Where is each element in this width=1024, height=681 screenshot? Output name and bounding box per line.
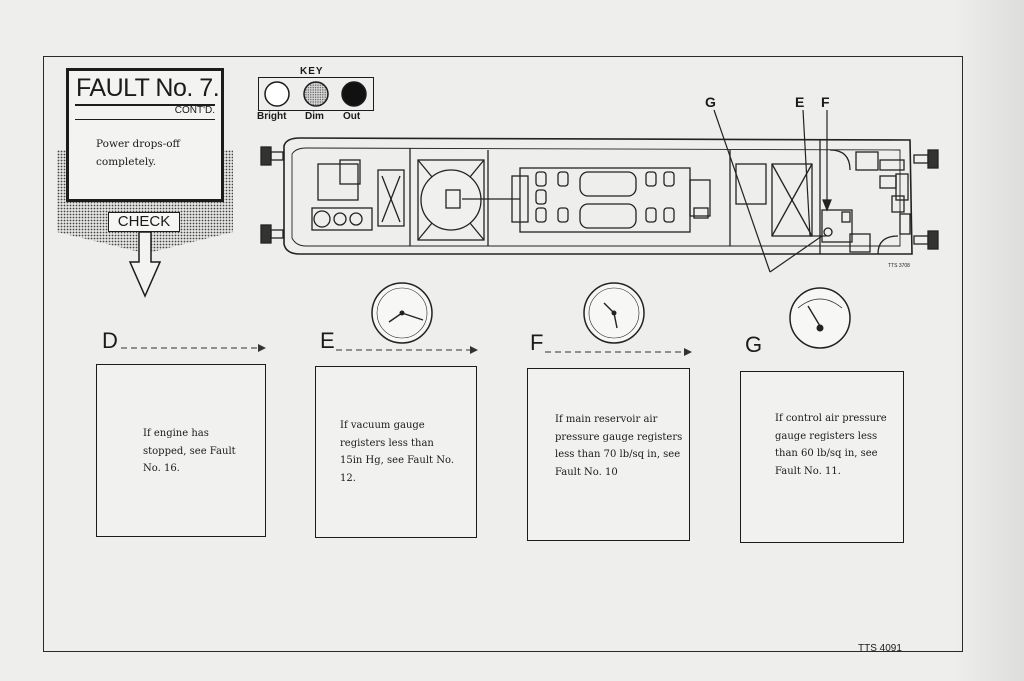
connector-arrowhead-e bbox=[470, 346, 478, 354]
fault-title: FAULT No. 7. bbox=[76, 74, 220, 102]
step-text-d: If engine has stopped, see Fault No. 16. bbox=[143, 428, 236, 474]
key-label-dim: Dim bbox=[305, 111, 324, 122]
diagram-ref: TTS 3708 bbox=[888, 263, 910, 269]
control-air-gauge bbox=[789, 287, 851, 349]
fault-inner-rule bbox=[75, 119, 215, 120]
main-reservoir-gauge bbox=[583, 282, 645, 344]
step-text-f: If main reservoir air pressure gauge reg… bbox=[555, 414, 683, 478]
diagram-frame bbox=[43, 56, 963, 652]
step-letter-d: D bbox=[102, 328, 118, 353]
step-box-f: If main reservoir air pressure gauge reg… bbox=[527, 368, 690, 541]
step-letter-f: F bbox=[530, 330, 544, 355]
step-box-e: If vacuum gauge registers less than 15in… bbox=[315, 366, 477, 538]
key-box bbox=[258, 77, 374, 111]
pointer-letter-e: E bbox=[795, 94, 805, 110]
step-letter-g: G bbox=[745, 332, 763, 357]
fault-symptom: Power drops-off completely. bbox=[96, 138, 181, 168]
step-connectors bbox=[121, 347, 688, 353]
step-box-d: If engine has stopped, see Fault No. 16. bbox=[96, 364, 266, 537]
key-bright-lamp bbox=[264, 81, 290, 107]
check-label: CHECK bbox=[108, 212, 180, 232]
connector-arrowhead-d bbox=[258, 344, 266, 352]
key-label-bright: Bright bbox=[257, 111, 287, 122]
pointer-lines bbox=[713, 109, 832, 273]
pointer-letter-g: G bbox=[705, 94, 716, 110]
key-title: KEY bbox=[300, 66, 324, 77]
step-letter-e: E bbox=[320, 328, 335, 353]
connector-arrowhead-f bbox=[684, 348, 692, 356]
step-box-g: If control air pressure gauge registers … bbox=[740, 371, 904, 543]
step-text-g: If control air pressure gauge registers … bbox=[775, 413, 887, 477]
pointer-letter-f: F bbox=[821, 94, 830, 110]
fault-title-rule bbox=[75, 104, 215, 106]
locomotive-plan bbox=[260, 137, 939, 255]
fault-contd: CONT'D. bbox=[174, 105, 215, 116]
fault-panel: FAULT No. 7. CONT'D. Power drops-off com… bbox=[66, 68, 224, 202]
page-ref: TTS 4091 bbox=[858, 643, 902, 654]
key-out-lamp bbox=[341, 81, 367, 107]
vacuum-gauge bbox=[371, 282, 433, 344]
check-arrow bbox=[128, 231, 162, 298]
step-text-e: If vacuum gauge registers less than 15in… bbox=[340, 420, 454, 484]
key-label-out: Out bbox=[343, 111, 361, 122]
key-dim-lamp bbox=[303, 81, 329, 107]
